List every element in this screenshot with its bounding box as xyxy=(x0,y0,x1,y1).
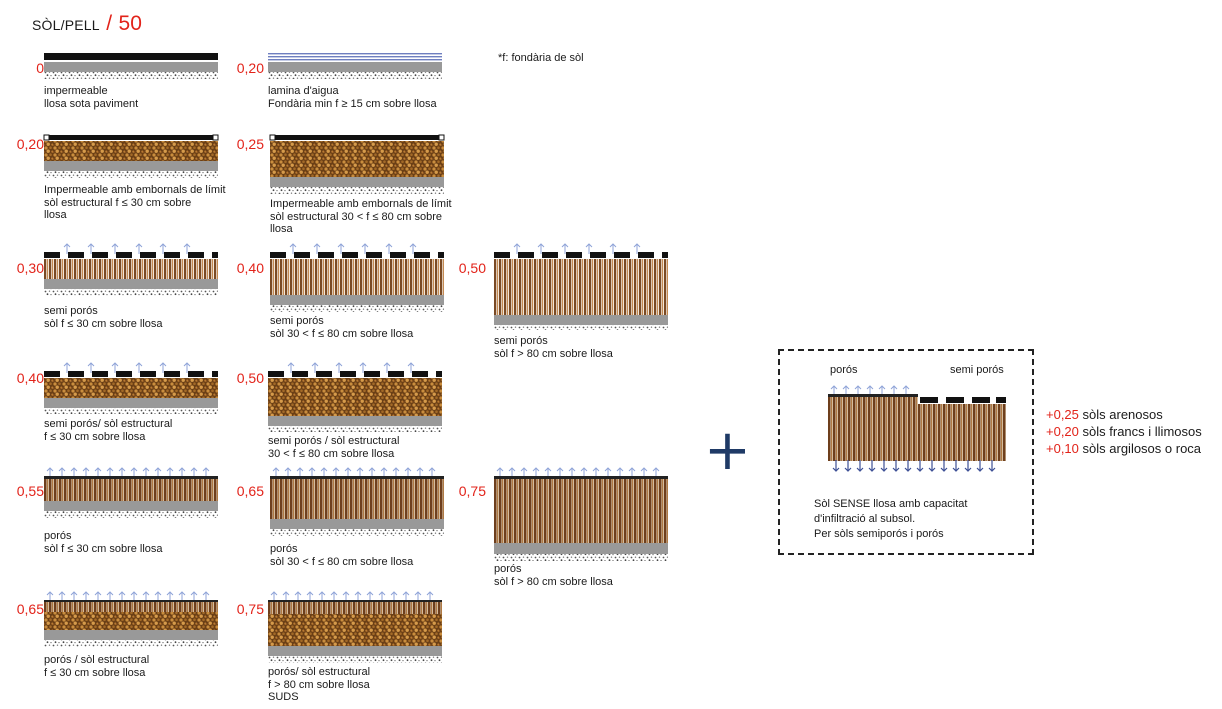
coefficient-porous-struct-shallow: 0,65 xyxy=(16,601,44,617)
soil-additions-list: +0,25 sòls arenosos +0,20 sòls francs i … xyxy=(1046,406,1202,457)
coefficient-impermeable: 0 xyxy=(36,60,44,76)
addition-item: +0,10 sòls argilosos o roca xyxy=(1046,441,1202,456)
coefficient-semi-struct-medium: 0,50 xyxy=(236,370,264,386)
plus-icon: + xyxy=(704,418,751,483)
header-separator: / xyxy=(106,12,113,35)
box-label-porous: porós xyxy=(830,364,858,376)
header-title: SÒL/PELL xyxy=(32,17,100,33)
box-label-semi-porous: semi porós xyxy=(950,364,1004,376)
section-semi-medium xyxy=(270,243,444,312)
section-porous-struct-deep xyxy=(268,591,442,663)
coefficient-semi-shallow: 0,30 xyxy=(16,260,44,276)
addition-item: +0,25 sòls arenosos xyxy=(1046,407,1163,422)
section-porous-struct-shallow xyxy=(44,591,218,647)
section-semi-deep xyxy=(494,243,668,330)
addition-item: +0,20 sòls francs i llimosos xyxy=(1046,424,1202,439)
depth-footnote: *f: fondària de sòl xyxy=(498,52,584,64)
coefficient-semi-medium: 0,40 xyxy=(236,260,264,276)
coefficient-drain-shallow: 0,20 xyxy=(16,136,44,152)
section-water-layer xyxy=(268,53,442,79)
section-drain-shallow xyxy=(43,134,219,178)
section-porous-medium xyxy=(270,467,444,536)
coefficient-porous-shallow: 0,55 xyxy=(16,483,44,499)
coefficient-porous-deep: 0,75 xyxy=(458,483,486,499)
coefficient-semi-struct-shallow: 0,40 xyxy=(16,370,44,386)
coefficient-water-layer: 0,20 xyxy=(236,60,264,76)
coefficient-porous-struct-deep: 0,75 xyxy=(236,601,264,617)
coefficient-semi-deep: 0,50 xyxy=(458,260,486,276)
header-score: 50 xyxy=(118,12,142,35)
coefficient-porous-medium: 0,65 xyxy=(236,483,264,499)
section-semi-struct-shallow xyxy=(44,362,218,414)
section-semi-struct-medium xyxy=(268,362,442,432)
section-impermeable xyxy=(44,53,218,79)
no-slab-box xyxy=(778,349,1034,555)
page-header: SÒL/PELL / 50 xyxy=(32,12,142,36)
section-porous-shallow xyxy=(44,467,218,518)
coefficient-drain-medium: 0,25 xyxy=(236,136,264,152)
section-semi-shallow xyxy=(44,243,218,296)
section-drain-medium xyxy=(269,134,445,194)
section-no-slab xyxy=(828,385,1006,472)
section-porous-deep xyxy=(494,467,668,561)
